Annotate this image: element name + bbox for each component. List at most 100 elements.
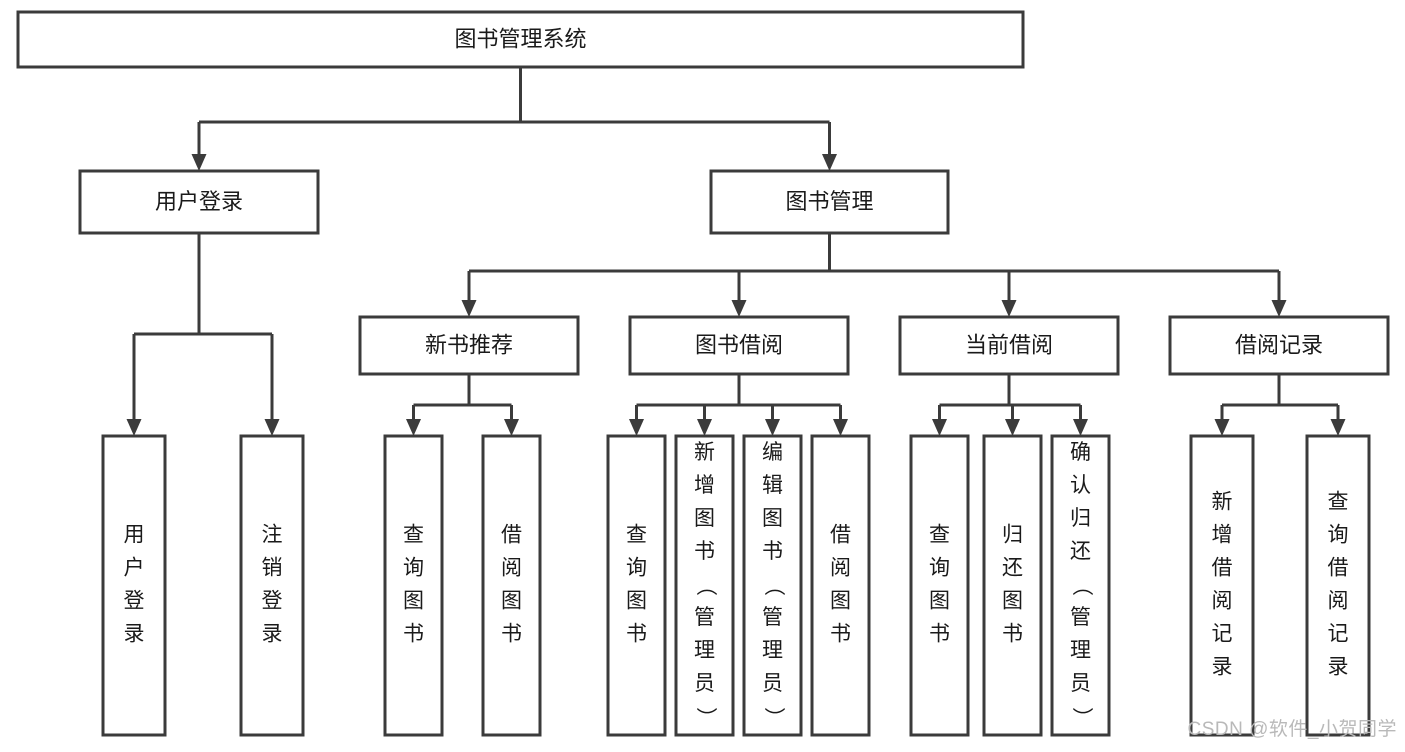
node-label-char: 编 (762, 441, 783, 464)
node-box (1189, 434, 1255, 737)
edge-arrowhead (264, 419, 280, 436)
edge-arrowhead (731, 300, 747, 317)
node-label-char: 书 (762, 540, 783, 563)
edge-arrowhead (461, 300, 477, 317)
node-label-char: 询 (403, 557, 424, 580)
edge-arrowhead (697, 419, 712, 436)
node-box (383, 434, 444, 737)
node-label-char: 查 (1328, 491, 1349, 514)
node-label: 图书管理 (785, 189, 873, 214)
node-label-char: 录 (124, 623, 145, 646)
node-label-char: ） (1070, 707, 1093, 728)
node-box (78, 169, 320, 235)
node-label-char: 登 (124, 590, 145, 613)
node-label-char: 阅 (830, 557, 851, 580)
node-label-char: 书 (929, 623, 950, 646)
node-label-char: 辑 (762, 474, 783, 497)
node-box (810, 434, 871, 737)
node-label-char: 认 (1070, 474, 1091, 497)
edge-arrowhead (504, 419, 519, 436)
node-label-char: 图 (830, 590, 851, 613)
edge-arrowhead (822, 154, 837, 171)
edge-arrowhead (1271, 300, 1287, 317)
node-label: 图书管理系统 (454, 26, 586, 51)
node-label-char: 用 (124, 524, 145, 547)
node-box (1168, 315, 1390, 376)
node-borrow-record[interactable]: 借阅记录 (1168, 315, 1390, 376)
node-label-char: 借 (1212, 557, 1233, 580)
node-label-char: 记 (1212, 623, 1233, 646)
node-label-char: 查 (403, 524, 424, 547)
node-label-char: 图 (1002, 590, 1023, 613)
node-label-char: ） (762, 707, 785, 728)
node-leaf-user-login[interactable]: 用户登录 (101, 434, 167, 737)
node-label-char: 询 (929, 557, 950, 580)
node-label-char: （ (1070, 575, 1093, 596)
node-label-char: 管 (1070, 606, 1091, 629)
node-current-borrow[interactable]: 当前借阅 (898, 315, 1120, 376)
node-label-char: 图 (626, 590, 647, 613)
node-box (709, 169, 950, 235)
node-box (606, 434, 667, 737)
node-new-book-recommend[interactable]: 新书推荐 (358, 315, 580, 376)
node-label-char: 还 (1002, 557, 1023, 580)
node-label-char: 新 (694, 441, 715, 464)
node-label: 图书借阅 (695, 332, 783, 357)
node-label-char: ） (694, 707, 717, 728)
node-label-char: 理 (762, 639, 783, 662)
node-label-char: 书 (694, 540, 715, 563)
watermark-text: CSDN @软件_小贺同学 (1187, 719, 1397, 740)
edge-arrowhead (1001, 300, 1017, 317)
node-label-char: 还 (1070, 540, 1091, 563)
node-label-char: 员 (762, 672, 783, 695)
edge-arrowhead (406, 419, 421, 436)
node-label-char: 询 (626, 557, 647, 580)
node-layer: 图书管理系统用户登录图书管理新书推荐图书借阅当前借阅借阅记录用户登录注销登录查询… (16, 10, 1390, 737)
edge-arrowhead (1005, 419, 1020, 436)
edge-arrowhead (833, 419, 848, 436)
node-book-borrow[interactable]: 图书借阅 (628, 315, 850, 376)
node-label-char: 归 (1070, 507, 1091, 530)
node-label-char: 归 (1002, 524, 1023, 547)
node-root[interactable]: 图书管理系统 (16, 10, 1025, 69)
node-book-manage[interactable]: 图书管理 (709, 169, 950, 235)
node-label-char: 图 (694, 507, 715, 530)
node-box (101, 434, 167, 737)
node-label-char: 借 (1328, 557, 1349, 580)
node-label: 当前借阅 (965, 332, 1053, 357)
edge-arrowhead (1214, 419, 1230, 436)
node-label-char: 记 (1328, 623, 1349, 646)
node-box (1050, 434, 1111, 737)
node-label-char: 录 (262, 623, 283, 646)
node-label-char: 增 (694, 474, 715, 497)
node-box (239, 434, 305, 737)
node-box (898, 315, 1120, 376)
node-label-char: 员 (694, 672, 715, 695)
node-label: 借阅记录 (1235, 332, 1323, 357)
edge-layer (126, 67, 1346, 436)
node-box (674, 434, 735, 737)
node-label: 新书推荐 (425, 332, 513, 357)
node-label-char: （ (762, 575, 785, 596)
node-user-login[interactable]: 用户登录 (78, 169, 320, 235)
node-label-char: 理 (1070, 639, 1091, 662)
node-label-char: 查 (929, 524, 950, 547)
node-label-char: 管 (762, 606, 783, 629)
node-label-char: 登 (262, 590, 283, 613)
node-label-char: 确 (1070, 441, 1091, 464)
node-label-char: 询 (1328, 524, 1349, 547)
node-label-char: 阅 (501, 557, 522, 580)
